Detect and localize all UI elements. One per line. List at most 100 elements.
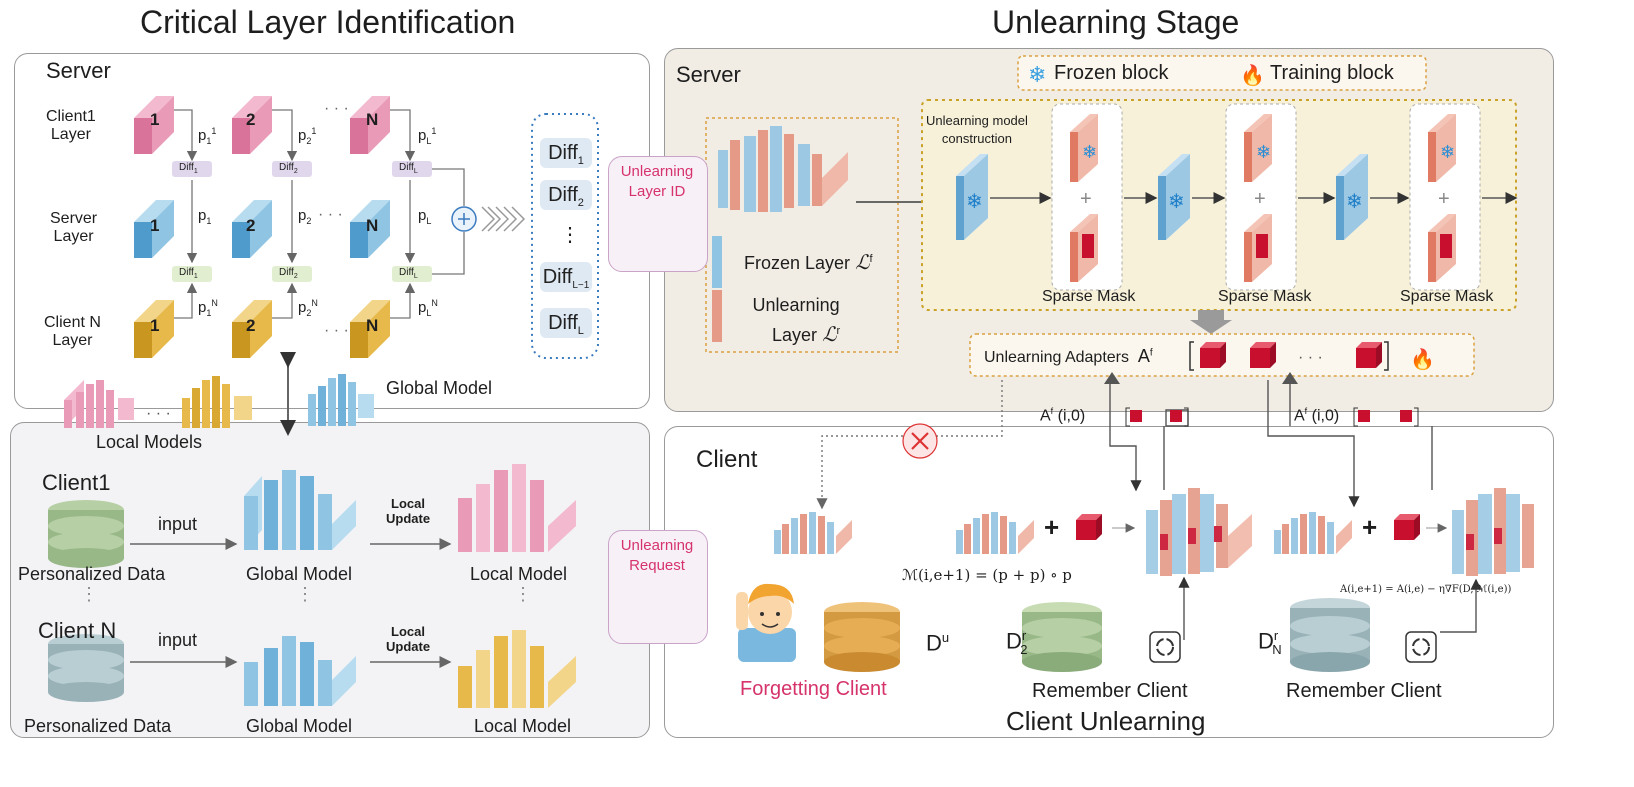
plus-3: + — [1438, 188, 1450, 210]
diff-list-item-l: DiffL — [540, 308, 592, 338]
global-model-label-2: Global Model — [246, 716, 353, 736]
a-init-label-2: Af (i,0) — [1294, 406, 1340, 425]
training-block-label: Training block — [1270, 62, 1394, 84]
frozen-layer-label: Frozen Layer ℒf — [744, 250, 873, 274]
p2-1: p21 — [298, 126, 317, 146]
diff-list-ellipsis: ⋮ — [560, 224, 580, 246]
forgetting-client-model — [774, 512, 852, 554]
svg-text:⋮: ⋮ — [80, 584, 98, 604]
adapter-flame-icon: 🔥 — [1410, 347, 1435, 371]
diff-small-boxes — [172, 161, 432, 282]
refresh-icon-2 — [1405, 631, 1437, 663]
diff-l-1: DiffL — [399, 162, 418, 175]
chevrons — [481, 206, 526, 232]
dn-label: DrN — [1258, 628, 1282, 657]
flame-icon: 🔥 — [1240, 63, 1265, 87]
pl-n: pLN — [418, 298, 438, 318]
right-title: Unlearning Stage — [992, 4, 1240, 40]
num-2-top: 2 — [246, 110, 256, 129]
du-label: Du — [926, 630, 950, 656]
adapter-cubes — [1200, 342, 1382, 368]
diff-1-n: Diff1 — [179, 267, 198, 280]
sparse-mask-label-1: Sparse Mask — [1042, 288, 1136, 305]
diff-list-item-1: Diff1 — [540, 138, 592, 168]
diff-list-frame — [531, 113, 599, 359]
dots-bot: · · · — [324, 322, 349, 339]
frozen-block-2: ❄ — [1158, 154, 1190, 240]
unlearning-request-box — [608, 530, 708, 644]
diff-l-n: DiffL — [399, 267, 418, 280]
plus-1: + — [1080, 188, 1092, 210]
svg-text:❄: ❄ — [1346, 191, 1363, 213]
p2-n: p2N — [298, 298, 318, 318]
client1-label: Client1 — [42, 470, 111, 495]
global-model-small — [308, 374, 374, 426]
blocked-icon — [902, 423, 938, 459]
sparse-mask-frame-2 — [1225, 103, 1297, 291]
global-model-label-1: Global Model — [246, 564, 353, 584]
p1-n: p1N — [198, 298, 218, 318]
sum-circle — [451, 206, 477, 232]
sparse-mask-label-3: Sparse Mask — [1400, 288, 1494, 305]
remember2-db — [1022, 602, 1102, 672]
personalized-data-db-2 — [48, 634, 124, 702]
remember-client-label-2: Remember Client — [1286, 680, 1442, 702]
local-models-label: Local Models — [96, 432, 203, 452]
svg-text:⋮: ⋮ — [514, 584, 532, 604]
svg-text:⋮: ⋮ — [296, 584, 314, 604]
a-init-label-1: Af (i,0) — [1040, 406, 1086, 425]
forgetting-client-label: Forgetting Client — [740, 678, 887, 700]
personalized-data-label-1: Personalized Data — [18, 564, 166, 584]
clientn-layer-n — [350, 300, 390, 358]
svg-text:❄: ❄ — [1168, 191, 1185, 213]
sparse-mask-blocks: ❄ ❄ ❄ — [1070, 114, 1456, 282]
personalized-data-db-1 — [48, 500, 124, 568]
remembern-adapter-cube — [1394, 514, 1420, 540]
dots-mid: · · · — [318, 206, 343, 223]
num-1-mid: 1 — [150, 216, 160, 235]
frozen-block-1: ❄ — [956, 154, 988, 240]
client1-layer-2 — [232, 96, 272, 154]
pl-1: pL1 — [418, 126, 437, 146]
server-layer-2 — [232, 200, 272, 258]
svg-text:· · ·: · · · — [1298, 349, 1323, 366]
plus-2: + — [1254, 188, 1266, 210]
local-model-label-2: Local Model — [474, 716, 572, 736]
remembern-merged-model — [1452, 488, 1534, 576]
num-1-bot: 1 — [150, 316, 160, 335]
left-server-label: Server — [46, 58, 111, 83]
num-1-top: 1 — [150, 110, 160, 129]
svg-text:❄: ❄ — [1440, 142, 1455, 162]
client1-layer-n — [350, 96, 390, 154]
plus-client-2: + — [1044, 512, 1060, 542]
global-model-bottom-2 — [244, 636, 356, 706]
pl: pL — [418, 207, 432, 226]
unlearning-layer-swatch — [712, 290, 722, 342]
sparse-mask-frame-3 — [1409, 103, 1481, 291]
personalized-data-label-2: Personalized Data — [24, 716, 172, 736]
formula-right: A(i,e+1) = A(i,e) − η∇F(D, ℳ(i,e)) — [1340, 584, 1512, 595]
forget-db — [824, 602, 900, 672]
diff-1-1: Diff1 — [179, 162, 198, 175]
person-icon — [736, 583, 796, 662]
formula-left: ℳ(i,e+1) = (p + p) ∘ p — [902, 566, 1072, 584]
server-model-stack — [718, 126, 848, 212]
local-model-label-1: Local Model — [470, 564, 568, 584]
local-model-bottom-gold — [458, 630, 576, 708]
frozen-block-label: Frozen block — [1054, 62, 1169, 84]
server-layer-n — [350, 200, 390, 258]
global-model-label: Global Model — [386, 378, 493, 398]
adapter-down-arrow — [1190, 310, 1232, 334]
diff-list-item-2: Diff2 — [540, 180, 592, 210]
num-n-bot: N — [366, 316, 379, 335]
p2: p2 — [298, 207, 312, 226]
clientn-layer-2 — [232, 300, 272, 358]
remember2-adapter-cube — [1076, 514, 1102, 540]
left-title: Critical Layer Identification — [140, 4, 516, 40]
right-server-label: Server — [676, 62, 741, 87]
